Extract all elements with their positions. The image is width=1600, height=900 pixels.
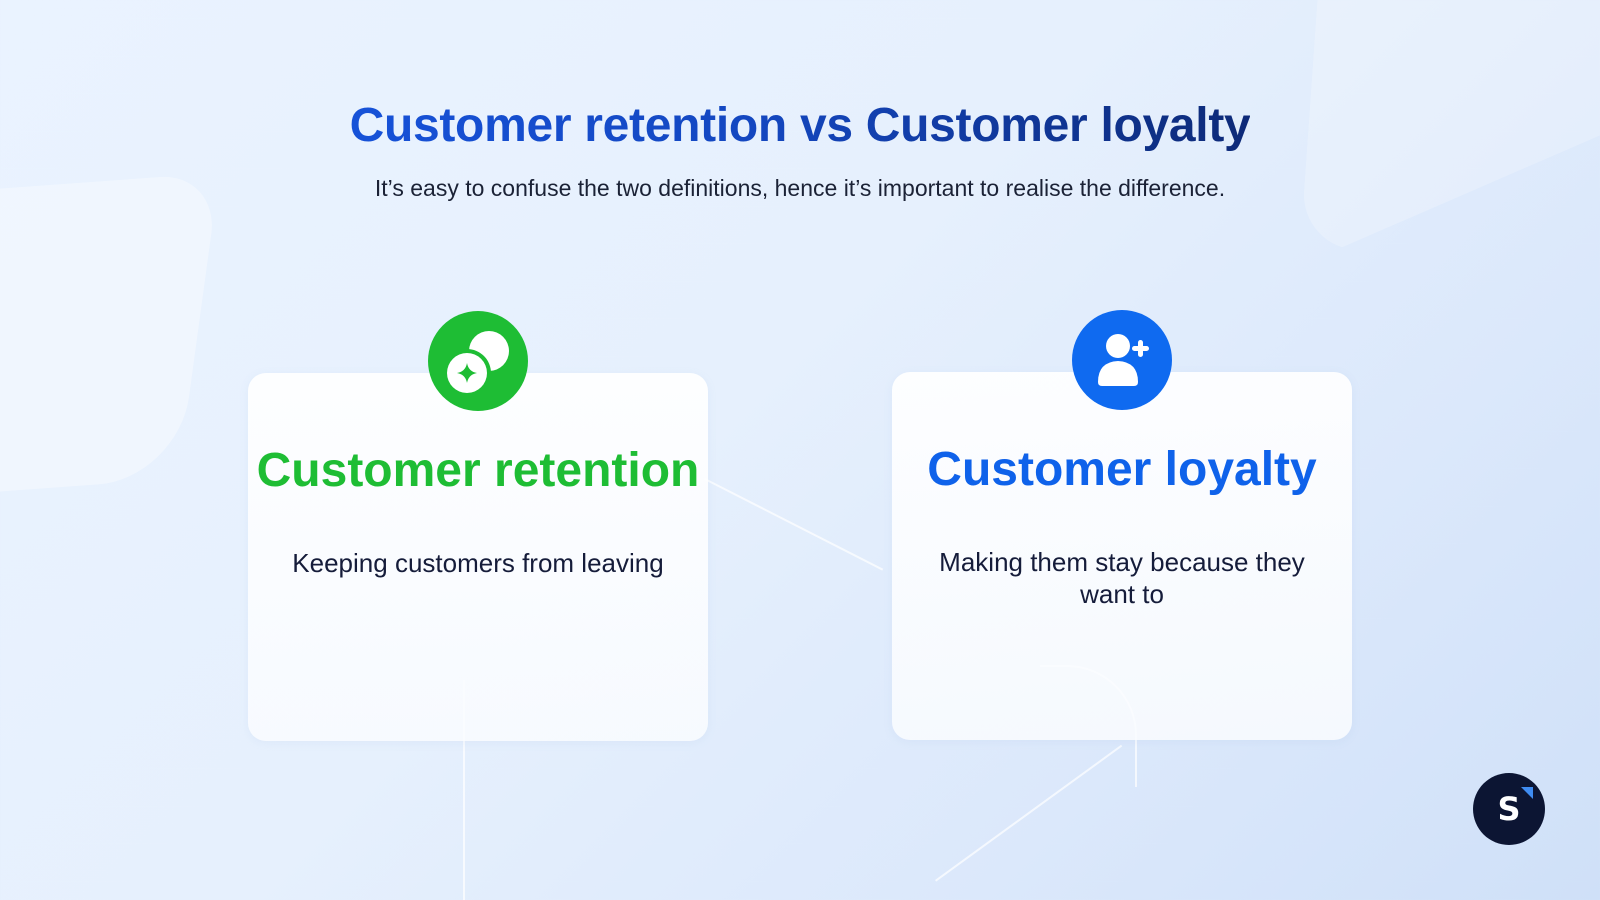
card-description: Making them stay because they want to	[939, 547, 1305, 609]
background-line	[704, 478, 884, 571]
user-plus-icon	[1072, 310, 1172, 410]
card-customer-retention: Customer retention Keeping customers fro…	[248, 311, 708, 741]
slide-header: Customer retention vs Customer loyalty I…	[0, 98, 1600, 202]
brand-letter: S	[1497, 790, 1521, 828]
coins-sparkle-icon	[428, 311, 528, 411]
card-title: Customer loyalty	[927, 443, 1317, 496]
slide-subtitle: It’s easy to confuse the two definitions…	[374, 175, 1226, 201]
card-customer-loyalty: Customer loyalty Making them stay becaus…	[892, 310, 1352, 740]
brand-corner-icon	[1521, 787, 1533, 799]
brand-logo-badge[interactable]: S	[1473, 773, 1545, 845]
background-line	[935, 744, 1123, 882]
card-description: Keeping customers from leaving	[292, 548, 664, 578]
slide-title: Customer retention vs Customer loyalty	[349, 99, 1251, 152]
background-shape-left	[0, 172, 220, 498]
card-title: Customer retention	[256, 444, 700, 497]
